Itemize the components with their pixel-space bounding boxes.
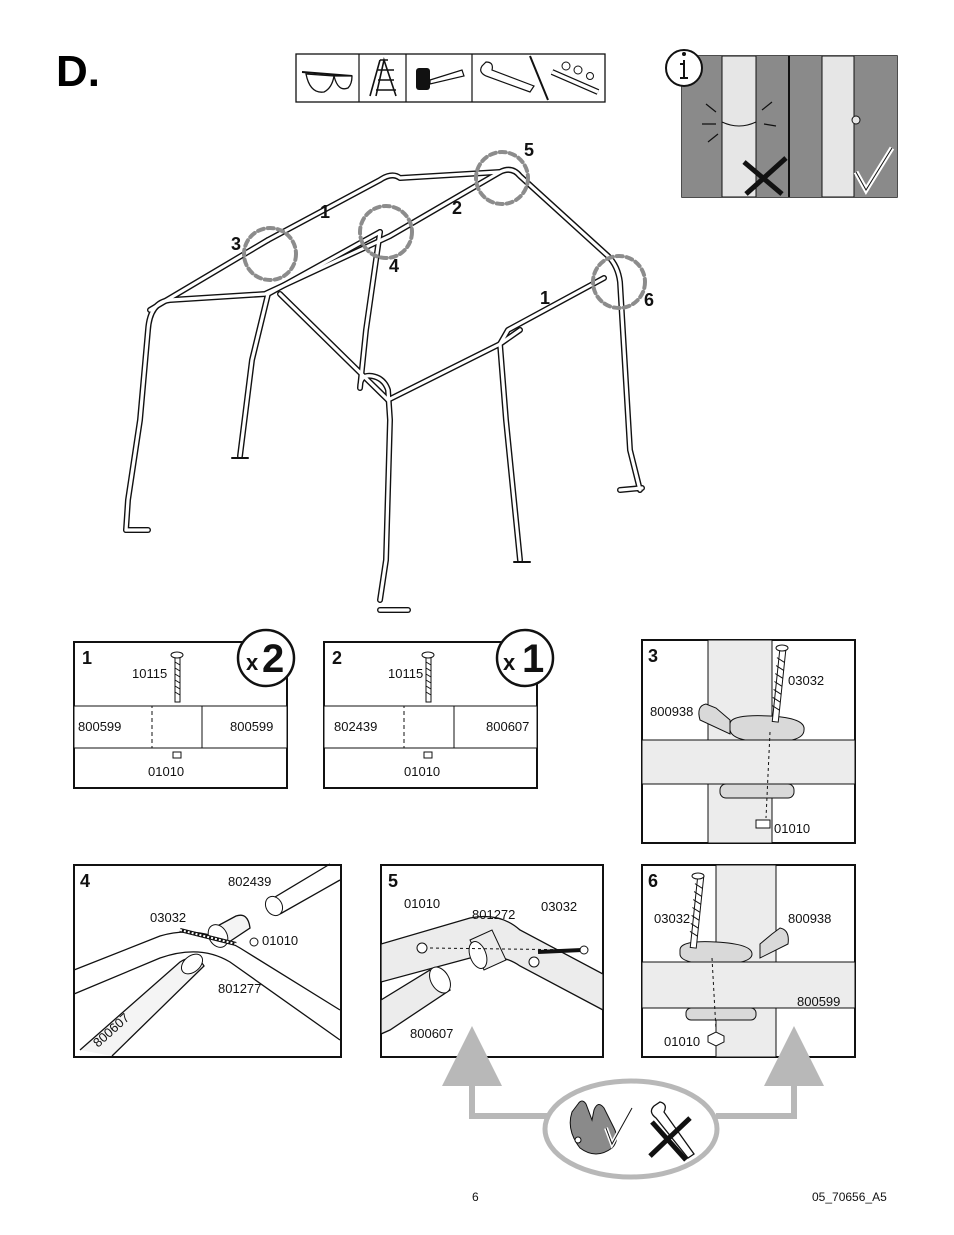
detail-6-pipe-label: 800599 [797, 994, 840, 1009]
detail-1-number: 1 [82, 648, 92, 668]
detail-6-number: 6 [648, 871, 658, 891]
detail-3: 3 03032 800938 01010 [641, 639, 856, 844]
detail-1-nut-label: 01010 [148, 764, 184, 779]
wrench-icon [650, 1101, 695, 1159]
detail-4-part-01010: 01010 [262, 933, 298, 948]
adjustable-wrench-icon [480, 61, 535, 93]
info-panel [665, 49, 898, 198]
detail-3-nut-label: 01010 [774, 821, 810, 836]
detail-4-number: 4 [80, 871, 90, 891]
detail-5: 5 01010 801272 03032 800607 [380, 864, 604, 1058]
detail-1-right-label: 800599 [230, 719, 273, 734]
detail-2-number: 2 [332, 648, 342, 668]
detail-5-part-800607: 800607 [410, 1026, 453, 1041]
detail-4-part-03032: 03032 [150, 910, 186, 925]
mallet-icon [416, 68, 465, 90]
detail-2-multiplier: 1 [522, 637, 544, 681]
hand-tighten-note [442, 1026, 824, 1180]
detail-2: 2 10115 802439 800607 01010 x 1 [323, 628, 555, 789]
frame-callout-6: 6 [644, 290, 654, 310]
detail-5-part-801272: 801272 [472, 907, 515, 922]
detail-1-left-label: 800599 [78, 719, 121, 734]
frame-callout-1a: 1 [320, 202, 330, 222]
frame-callout-4: 4 [389, 256, 399, 276]
detail-1-multiplier: 2 [262, 637, 284, 681]
detail-4-part-801277: 801277 [218, 981, 261, 996]
socket-wrench-icon [550, 61, 600, 95]
document-code: 05_70656_A5 [812, 1190, 887, 1204]
detail-3-number: 3 [648, 646, 658, 666]
frame-callout-1b: 1 [540, 288, 550, 308]
detail-3-bolt-label: 03032 [788, 673, 824, 688]
detail-6-nut-label: 01010 [664, 1034, 700, 1049]
detail-6-bracket-label: 800938 [788, 911, 831, 926]
detail-5-number: 5 [388, 871, 398, 891]
detail-4-part-802439: 802439 [228, 874, 271, 889]
detail-5-part-03032: 03032 [541, 899, 577, 914]
detail-6: 6 03032 800938 800599 01010 [641, 864, 856, 1058]
tools-box [295, 53, 606, 103]
detail-1-multiplier-x: x [246, 650, 259, 675]
frame-callout-2: 2 [452, 198, 462, 218]
detail-6-bolt-label: 03032 [654, 911, 690, 926]
detail-2-multiplier-x: x [503, 650, 516, 675]
safety-glasses-icon [301, 71, 353, 93]
frame-callout-5: 5 [524, 140, 534, 160]
detail-3-bracket-label: 800938 [650, 704, 693, 719]
detail-1-bolt-label: 10115 [132, 666, 167, 681]
detail-4: 4 802439 03032 01010 801277 800607 [73, 863, 342, 1058]
frame-callout-3: 3 [231, 234, 241, 254]
page-number: 6 [472, 1190, 479, 1204]
detail-1: 1 10115 800599 800599 01010 x 2 [73, 628, 296, 789]
detail-2-right-label: 800607 [486, 719, 529, 734]
ladder-icon [369, 57, 397, 97]
detail-2-left-label: 802439 [334, 719, 377, 734]
detail-2-bolt-label: 10115 [388, 666, 423, 681]
step-letter: D. [56, 47, 100, 96]
detail-5-part-01010: 01010 [404, 896, 440, 911]
frame-diagram: 1 1 2 3 4 5 6 [123, 140, 654, 613]
detail-2-nut-label: 01010 [404, 764, 440, 779]
